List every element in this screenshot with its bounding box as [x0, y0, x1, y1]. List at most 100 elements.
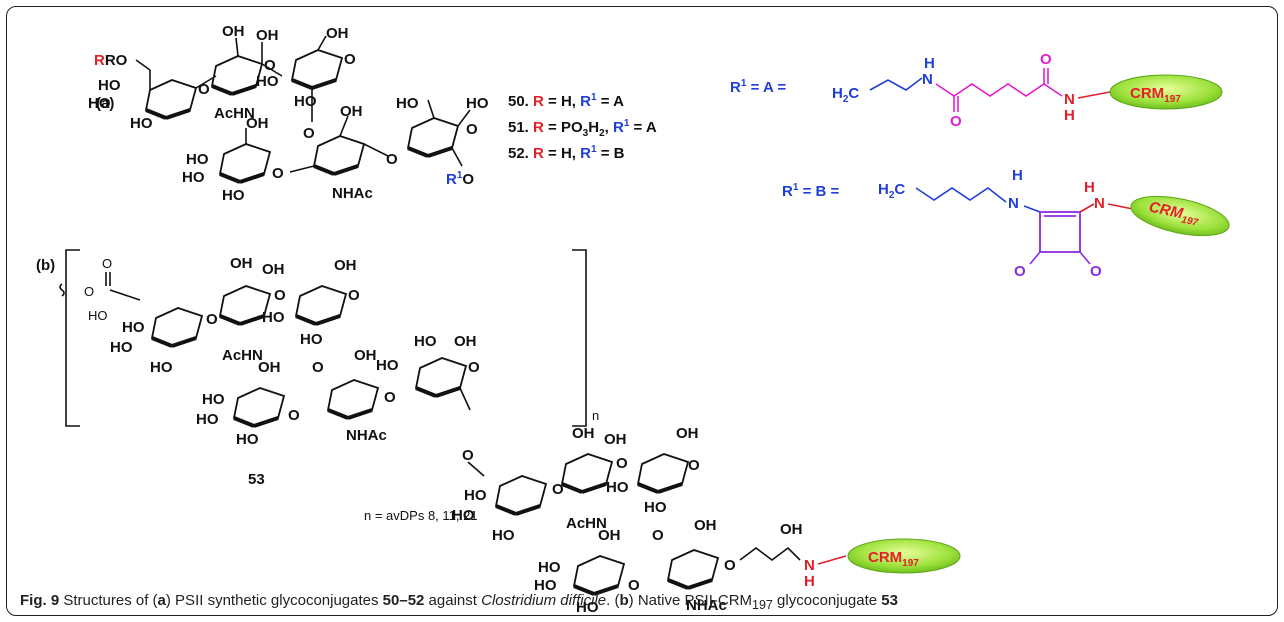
svg-text:HO: HO: [202, 391, 225, 408]
svg-text:OH: OH: [676, 425, 699, 442]
svg-text:HO: HO: [396, 95, 419, 112]
svg-text:O: O: [466, 121, 478, 138]
svg-text:NHAc: NHAc: [346, 427, 387, 444]
svg-text:O: O: [102, 256, 112, 271]
panel-a-label: (a): [96, 95, 114, 112]
svg-text:H: H: [1012, 167, 1023, 184]
svg-text:O: O: [1090, 263, 1102, 280]
figure-caption: Fig. 9 Structures of (a) PSII synthetic …: [20, 592, 898, 612]
svg-text:HO: HO: [644, 499, 667, 516]
svg-text:O: O: [274, 287, 286, 304]
svg-text:CRM197: CRM197: [1147, 199, 1201, 229]
svg-text:OH: OH: [354, 347, 377, 364]
svg-text:HO: HO: [576, 599, 599, 616]
svg-text:HO: HO: [196, 411, 219, 428]
svg-text:N: N: [1008, 195, 1019, 212]
svg-text:O: O: [628, 577, 640, 594]
svg-text:OH: OH: [258, 359, 281, 376]
svg-text:O: O: [616, 455, 628, 472]
svg-text:O: O: [384, 389, 396, 406]
svg-text:O: O: [303, 125, 315, 142]
svg-text:RRO: RRO: [94, 52, 128, 69]
r-group-label: R: [94, 52, 105, 69]
svg-text:HO: HO: [466, 95, 489, 112]
svg-text:OH: OH: [326, 25, 349, 42]
svg-text:OH: OH: [222, 23, 245, 40]
dp-text: n = avDPs 8, 11, 21: [364, 508, 478, 523]
linker-b: R1 = B = H2C H N H N O O CRM197: [782, 167, 1230, 280]
svg-text:HO: HO: [88, 95, 111, 112]
svg-text:H: H: [1084, 179, 1095, 196]
svg-text:NHAc: NHAc: [332, 185, 373, 202]
svg-text:OH: OH: [256, 27, 279, 44]
svg-text:R1 = A =: R1 = A =: [730, 78, 786, 96]
svg-text:N: N: [1094, 195, 1105, 212]
svg-text:HO: HO: [464, 487, 487, 504]
svg-text:CRM197: CRM197: [1130, 85, 1181, 105]
svg-text:HO: HO: [294, 93, 317, 110]
svg-text:O: O: [312, 359, 324, 376]
compound-list: 50. R = H, R1 = A 51. R = PO3H2, R1 = A …: [508, 92, 657, 162]
svg-text:O: O: [206, 311, 218, 328]
svg-text:OH: OH: [334, 257, 357, 274]
svg-text:OH: OH: [454, 333, 477, 350]
compound-52: 52. R = H, R1 = B: [508, 144, 625, 162]
svg-text:H2C: H2C: [878, 181, 905, 201]
svg-text:O: O: [688, 457, 700, 474]
svg-text:HO: HO: [534, 577, 557, 594]
svg-text:O: O: [468, 359, 480, 376]
svg-text:OH: OH: [604, 431, 627, 448]
svg-text:HO: HO: [122, 319, 145, 336]
svg-text:HO: HO: [606, 479, 629, 496]
svg-text:O: O: [1014, 263, 1026, 280]
panel-b-structure: n O O HO HO HO HO O OH OH AcHN O OH HO H…: [59, 249, 961, 616]
svg-text:OH: OH: [598, 527, 621, 544]
svg-text:HO: HO: [376, 357, 399, 374]
svg-text:OH: OH: [262, 261, 285, 278]
svg-text:O: O: [724, 557, 736, 574]
svg-text:O: O: [552, 481, 564, 498]
svg-text:HO: HO: [300, 331, 323, 348]
svg-text:O: O: [344, 51, 356, 68]
svg-text:O: O: [272, 165, 284, 182]
svg-text:HO: HO: [492, 527, 515, 544]
svg-text:AcHN: AcHN: [214, 105, 255, 122]
svg-text:CRM197: CRM197: [868, 549, 919, 569]
linker-a: R1 = A = H2C H N O O N H CRM197: [730, 51, 1223, 130]
svg-text:OH: OH: [246, 115, 269, 132]
svg-text:O: O: [462, 447, 474, 464]
svg-text:O: O: [386, 151, 398, 168]
svg-text:R1 = B =: R1 = B =: [782, 182, 840, 200]
svg-text:N: N: [804, 557, 815, 574]
svg-text:HO: HO: [236, 431, 259, 448]
panel-a-structure: RRO HO HO HO O OH OH AcHN O OH HO HO O O…: [88, 23, 489, 204]
svg-text:OH: OH: [694, 517, 717, 534]
svg-text:H: H: [1064, 107, 1075, 124]
svg-text:O: O: [652, 527, 664, 544]
svg-text:HO: HO: [98, 77, 121, 94]
svg-text:H2C: H2C: [832, 85, 859, 105]
svg-text:HO: HO: [186, 151, 209, 168]
svg-text:O: O: [950, 113, 962, 130]
svg-text:OH: OH: [230, 255, 253, 272]
svg-text:HO: HO: [262, 309, 285, 326]
svg-text:HO: HO: [256, 73, 279, 90]
compound-50: 50. R = H, R1 = A: [508, 92, 624, 110]
repeat-n: n: [592, 408, 599, 423]
svg-text:HO: HO: [130, 115, 153, 132]
svg-text:HO: HO: [538, 559, 561, 576]
svg-text:O: O: [1040, 51, 1052, 68]
svg-text:HO: HO: [88, 308, 108, 323]
svg-text:OH: OH: [780, 521, 803, 538]
svg-text:O: O: [288, 407, 300, 424]
svg-text:O: O: [348, 287, 360, 304]
svg-text:H: H: [924, 55, 935, 72]
svg-text:AcHN: AcHN: [222, 347, 263, 364]
r1-label: R: [446, 171, 457, 188]
panel-b-label: (b): [36, 257, 55, 274]
svg-text:R1O: R1O: [446, 170, 474, 188]
compound-53-label: 53: [248, 471, 265, 488]
svg-text:OH: OH: [572, 425, 595, 442]
svg-text:OH: OH: [340, 103, 363, 120]
